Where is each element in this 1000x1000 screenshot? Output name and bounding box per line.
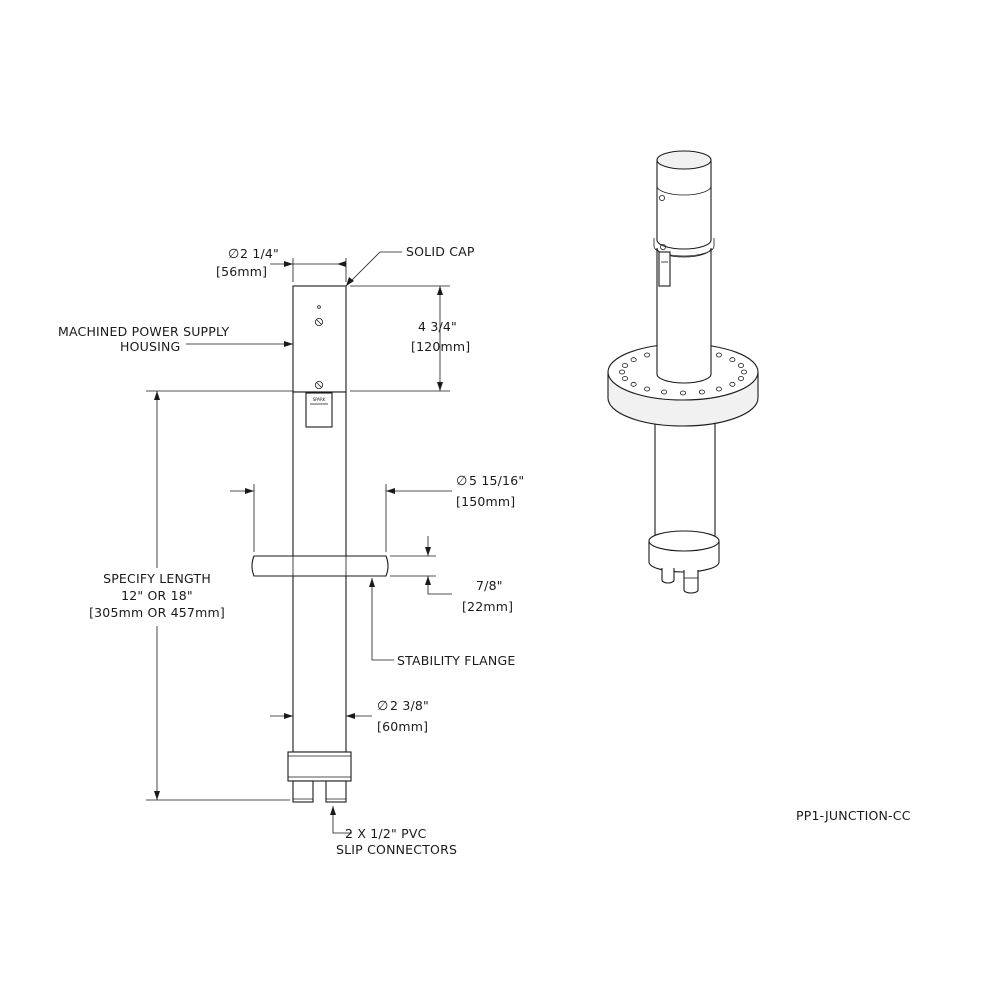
power-supply-housing — [292, 285, 347, 393]
housing-pin-hole — [317, 305, 321, 309]
iso-bolt-hole — [630, 357, 637, 363]
housing-length-metric: [120mm] — [411, 339, 470, 354]
dimensions: ∅ 2 1/4" [56mm] SOLID CAP MACHINED POWER… — [58, 244, 524, 857]
iso-bolt-hole — [729, 381, 736, 387]
housing-screw-icon — [314, 317, 323, 326]
solid-cap-leader — [345, 251, 402, 287]
iso-bolt-hole — [644, 352, 651, 358]
cap-diameter-metric: [56mm] — [216, 264, 267, 279]
housing-label-line2: HOUSING — [120, 339, 180, 354]
iso-bolt-hole — [622, 363, 629, 368]
flange-diameter-imperial: 5 15/16" — [469, 473, 524, 488]
iso-pvc-connector-left — [661, 568, 675, 584]
stability-flange-leader — [371, 578, 394, 661]
iso-bolt-hole — [715, 352, 722, 358]
iso-bolt-hole — [661, 389, 668, 395]
flange-thickness-metric: [22mm] — [462, 599, 513, 614]
housing-length-imperial: 4 3/4" — [418, 319, 457, 334]
tube-diameter-symbol: ∅ — [377, 699, 389, 714]
housing-label-line1: MACHINED POWER SUPPLY — [58, 324, 230, 339]
iso-bolt-hole — [644, 386, 651, 392]
iso-bolt-hole — [680, 390, 687, 396]
stability-flange-label: STABILITY FLANGE — [397, 653, 515, 668]
iso-pvc-connector-right — [683, 570, 699, 594]
flange-diameter-metric: [150mm] — [456, 494, 515, 509]
iso-bolt-hole — [698, 389, 705, 395]
iso-name-plate — [658, 251, 671, 287]
iso-bolt-hole — [630, 381, 637, 387]
connectors-label-line2: SLIP CONNECTORS — [336, 842, 457, 857]
specify-length-line1: SPECIFY LENGTH — [103, 571, 211, 586]
pvc-connector-right — [325, 780, 347, 803]
iso-screw-icon — [659, 194, 666, 201]
specify-length-line2: 12" OR 18" — [121, 588, 193, 603]
iso-joint-ring — [653, 238, 715, 257]
tube-diameter-metric: [60mm] — [377, 719, 428, 734]
iso-bolt-hole — [715, 386, 722, 392]
cap-diameter-symbol: ∅ — [228, 247, 240, 262]
name-plate — [305, 392, 333, 428]
bottom-collar — [287, 751, 352, 782]
solid-cap-label: SOLID CAP — [406, 244, 475, 259]
iso-bolt-hole — [738, 376, 745, 381]
flange-thickness-imperial: 7/8" — [476, 578, 503, 593]
elevation-view: SPARK — [251, 285, 389, 803]
lower-screw-icon — [314, 380, 323, 389]
stability-flange — [251, 555, 389, 577]
isometric-view — [607, 150, 759, 594]
tube-diameter-imperial: 2 3/8" — [390, 698, 429, 713]
iso-bolt-hole — [622, 376, 629, 381]
iso-solid-cap — [656, 150, 712, 170]
iso-bolt-hole — [738, 363, 745, 368]
iso-bolt-hole — [729, 357, 736, 363]
flange-thickness-leader — [427, 576, 452, 595]
iso-housing — [656, 160, 712, 250]
iso-bolt-hole — [741, 369, 748, 375]
cap-diameter-imperial: 2 1/4" — [240, 246, 279, 261]
pvc-connector-left — [292, 780, 314, 803]
iso-flange-bolt-holes — [619, 352, 748, 396]
specify-length-line3: [305mm OR 457mm] — [89, 605, 225, 620]
iso-bolt-hole — [619, 369, 626, 375]
plate-text: SPARK — [313, 397, 326, 402]
flange-diameter-symbol: ∅ — [456, 474, 468, 489]
drawing-number: PP1-JUNCTION-CC — [796, 808, 911, 823]
connectors-label-line1: 2 X 1/2" PVC — [345, 826, 427, 841]
